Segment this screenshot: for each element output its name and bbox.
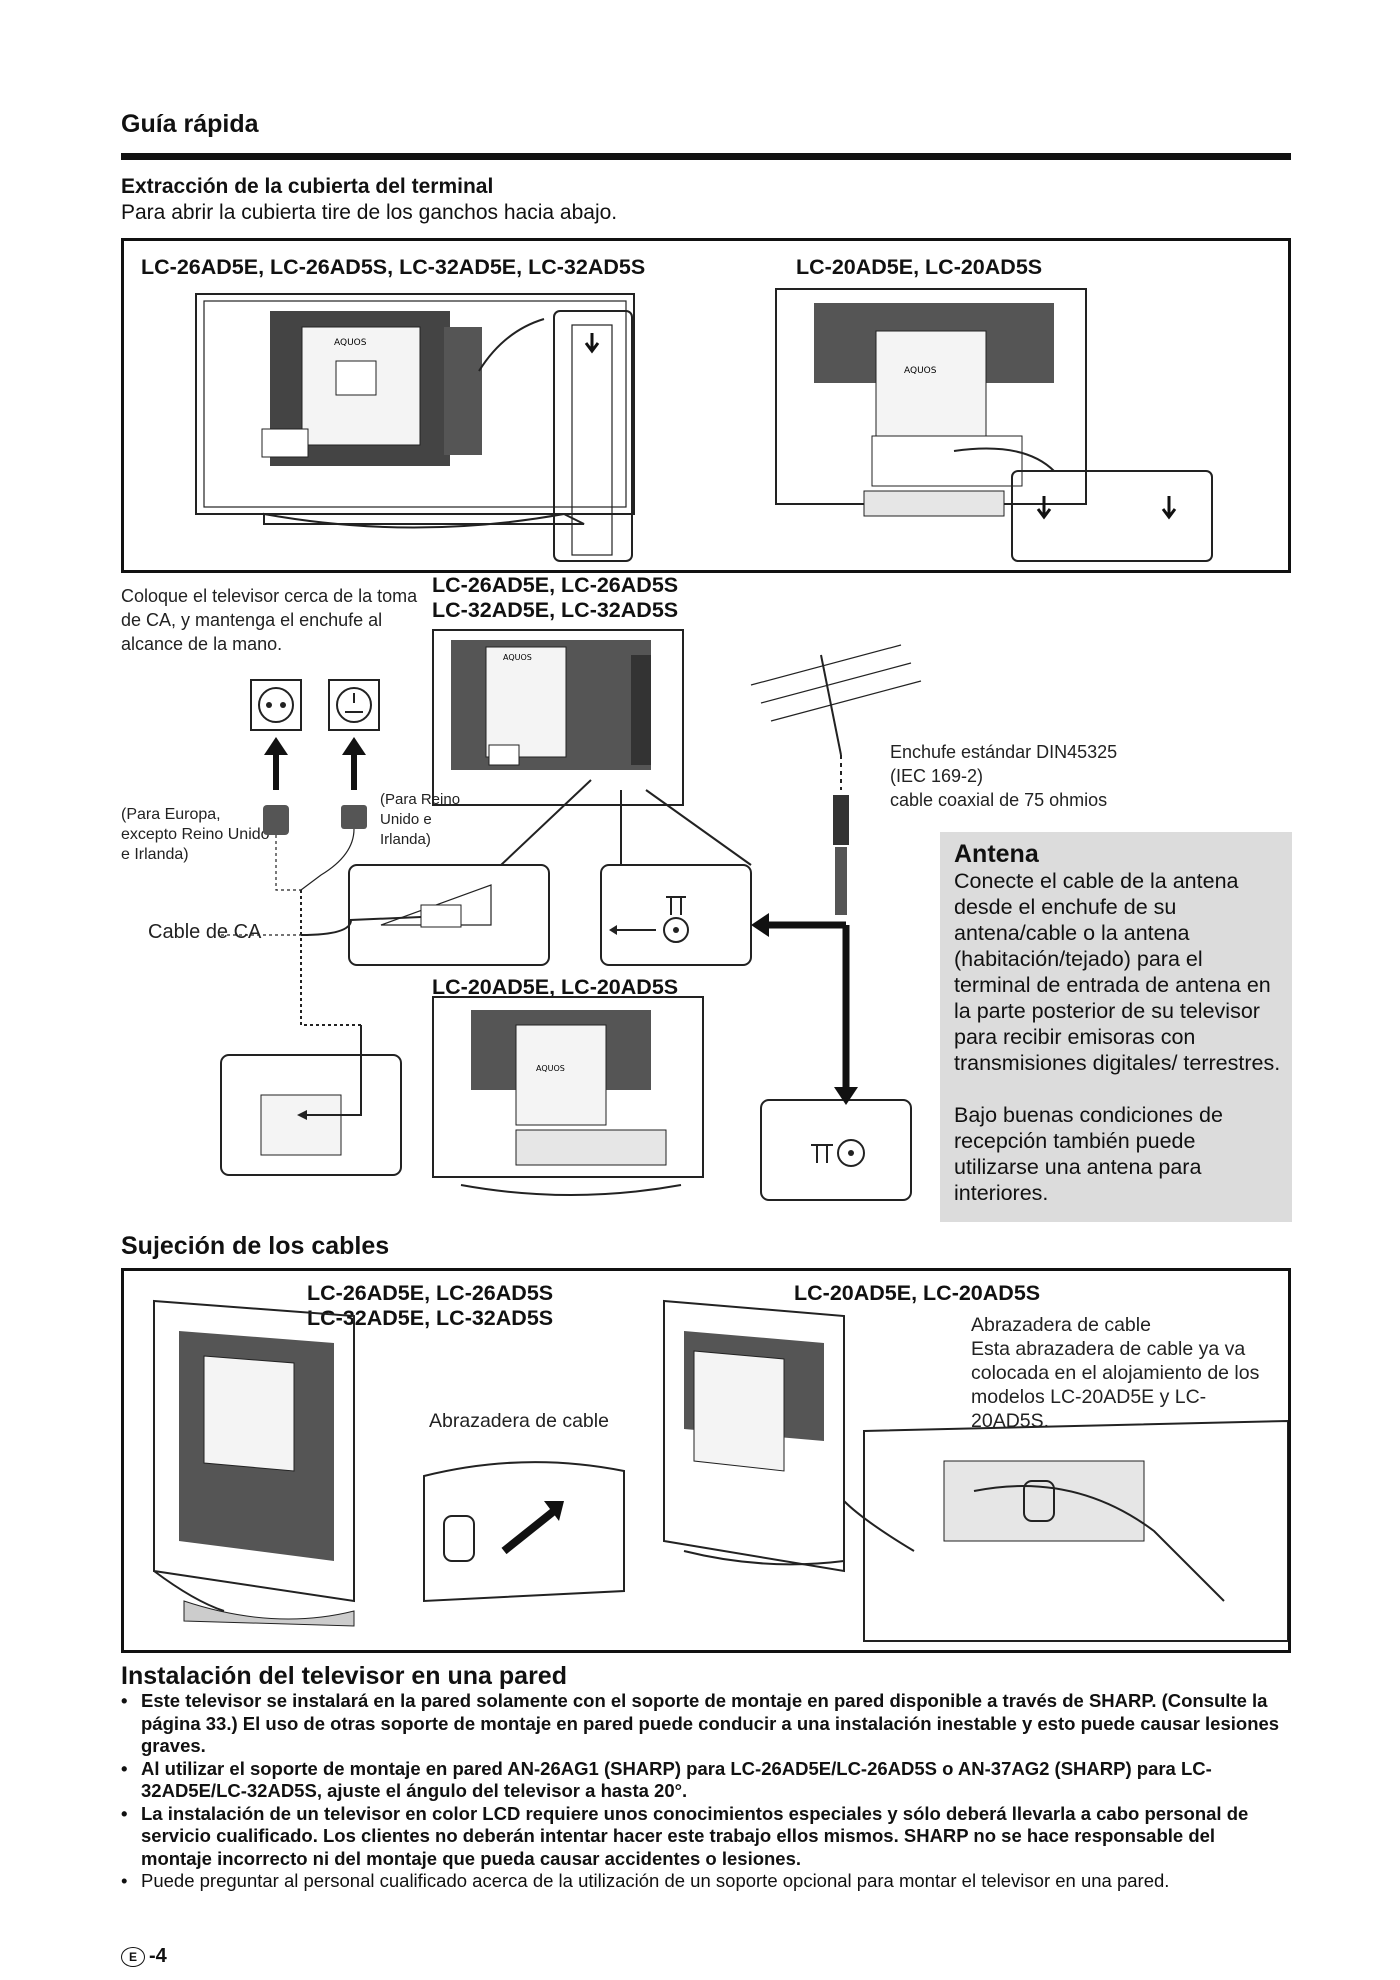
wall-bullet-2: Al utilizar el soporte de montaje en par… <box>121 1758 1291 1803</box>
clamp-label-left: Abrazadera de cable <box>429 1410 609 1432</box>
model-label-left: LC-26AD5E, LC-26AD5S, LC-32AD5E, LC-32AD… <box>141 255 646 279</box>
title-rule <box>121 153 1291 160</box>
model-top-line1: LC-26AD5E, LC-26AD5S <box>432 573 679 597</box>
plug-europe-note: (Para Europa, excepto Reino Unido e Irla… <box>121 806 270 863</box>
wall-bullet-4: Puede preguntar al personal cualificado … <box>121 1870 1291 1893</box>
terminal-cover-text: Para abrir la cubierta tire de los ganch… <box>121 201 618 224</box>
cables-title: Sujeción de los cables <box>121 1232 390 1260</box>
terminal-cover-box: LC-26AD5E, LC-26AD5S, LC-32AD5E, LC-32AD… <box>121 238 1291 573</box>
language-badge: E <box>121 1946 145 1967</box>
tv-back-large: AQUOS <box>195 293 635 529</box>
wall-title: Instalación del televisor en una pared <box>121 1662 567 1690</box>
ac-inlet-detail <box>300 864 550 966</box>
ac-plug-detail-bottom <box>220 1025 402 1176</box>
plug-standard-line3: cable coaxial de 75 ohmios <box>890 790 1108 810</box>
antenna-icon <box>750 644 922 915</box>
wall-bullet-3: La instalación de un televisor en color … <box>121 1803 1291 1871</box>
cables-model-left-line2: LC-32AD5E, LC-32AD5S <box>307 1306 554 1330</box>
svg-text:AQUOS: AQUOS <box>904 366 937 376</box>
model-bottom: LC-20AD5E, LC-20AD5S <box>432 975 679 999</box>
cables-illustration <box>153 1299 1288 1642</box>
aquos-logo: AQUOS <box>334 338 367 348</box>
wall-bullet-1: Este televisor se instalará en la pared … <box>121 1690 1291 1758</box>
clamp-label-right-text: Esta abrazadera de cable ya va colocada … <box>971 1338 1260 1432</box>
cover-detail-small <box>1011 470 1213 562</box>
page-title: Guía rápida <box>121 110 259 138</box>
tv-cables-small <box>663 1299 845 1573</box>
outlet-europe-icon <box>250 679 302 731</box>
outlet-uk-icon <box>328 679 380 731</box>
antenna-text: Conecte el cable de la antena desde el e… <box>954 869 1281 1075</box>
cables-model-left-line1: LC-26AD5E, LC-26AD5S <box>307 1281 554 1305</box>
clamp-label-right-title: Abrazadera de cable <box>971 1314 1151 1336</box>
plug-uk-note: (Para Reino Unido e Irlanda) <box>380 791 461 848</box>
svg-text:AQUOS: AQUOS <box>536 1064 565 1073</box>
tv-cables-large <box>153 1299 355 1627</box>
antenna-input-detail <box>600 864 752 966</box>
antenna-title: Antena <box>954 840 1039 868</box>
model-top-line2: LC-32AD5E, LC-32AD5S <box>432 598 679 622</box>
ac-cable-label: Cable de CA <box>148 921 262 943</box>
page-number: E -4 <box>121 1945 167 1968</box>
cover-detail-large <box>553 310 633 562</box>
connection-illustration: AQUOS AQUOS <box>220 629 922 1201</box>
tv-small-connection: AQUOS <box>432 996 704 1196</box>
placement-note: Coloque el televisor cerca de la toma de… <box>121 586 418 654</box>
cables-model-right: LC-20AD5E, LC-20AD5S <box>794 1281 1041 1305</box>
page-number-text: -4 <box>149 1945 167 1967</box>
tv-back-small: AQUOS <box>775 288 1087 517</box>
cables-box: LC-26AD5E, LC-26AD5S LC-32AD5E, LC-32AD5… <box>121 1268 1291 1653</box>
wall-bullet-list: Este televisor se instalará en la pared … <box>121 1690 1291 1893</box>
plug-standard-line1: Enchufe estándar DIN45325 <box>890 742 1118 762</box>
antenna-panel: Antena Conecte el cable de la antena des… <box>940 832 1292 1222</box>
terminal-cover-illustration: AQUOS AQUOS <box>195 288 1213 562</box>
plug-standard-line2: (IEC 169-2) <box>890 766 984 786</box>
terminal-cover-title: Extracción de la cubierta del terminal <box>121 175 494 198</box>
clamp-detail-left <box>423 1461 625 1603</box>
antenna-socket-detail-bottom <box>760 1099 912 1201</box>
tv-large-connection: AQUOS <box>432 629 684 806</box>
clamp-detail-right <box>843 1419 1288 1642</box>
antenna-text-2: Bajo buenas condiciones de recepción tam… <box>954 1103 1223 1205</box>
model-label-right: LC-20AD5E, LC-20AD5S <box>796 255 1043 279</box>
svg-text:AQUOS: AQUOS <box>503 653 532 662</box>
